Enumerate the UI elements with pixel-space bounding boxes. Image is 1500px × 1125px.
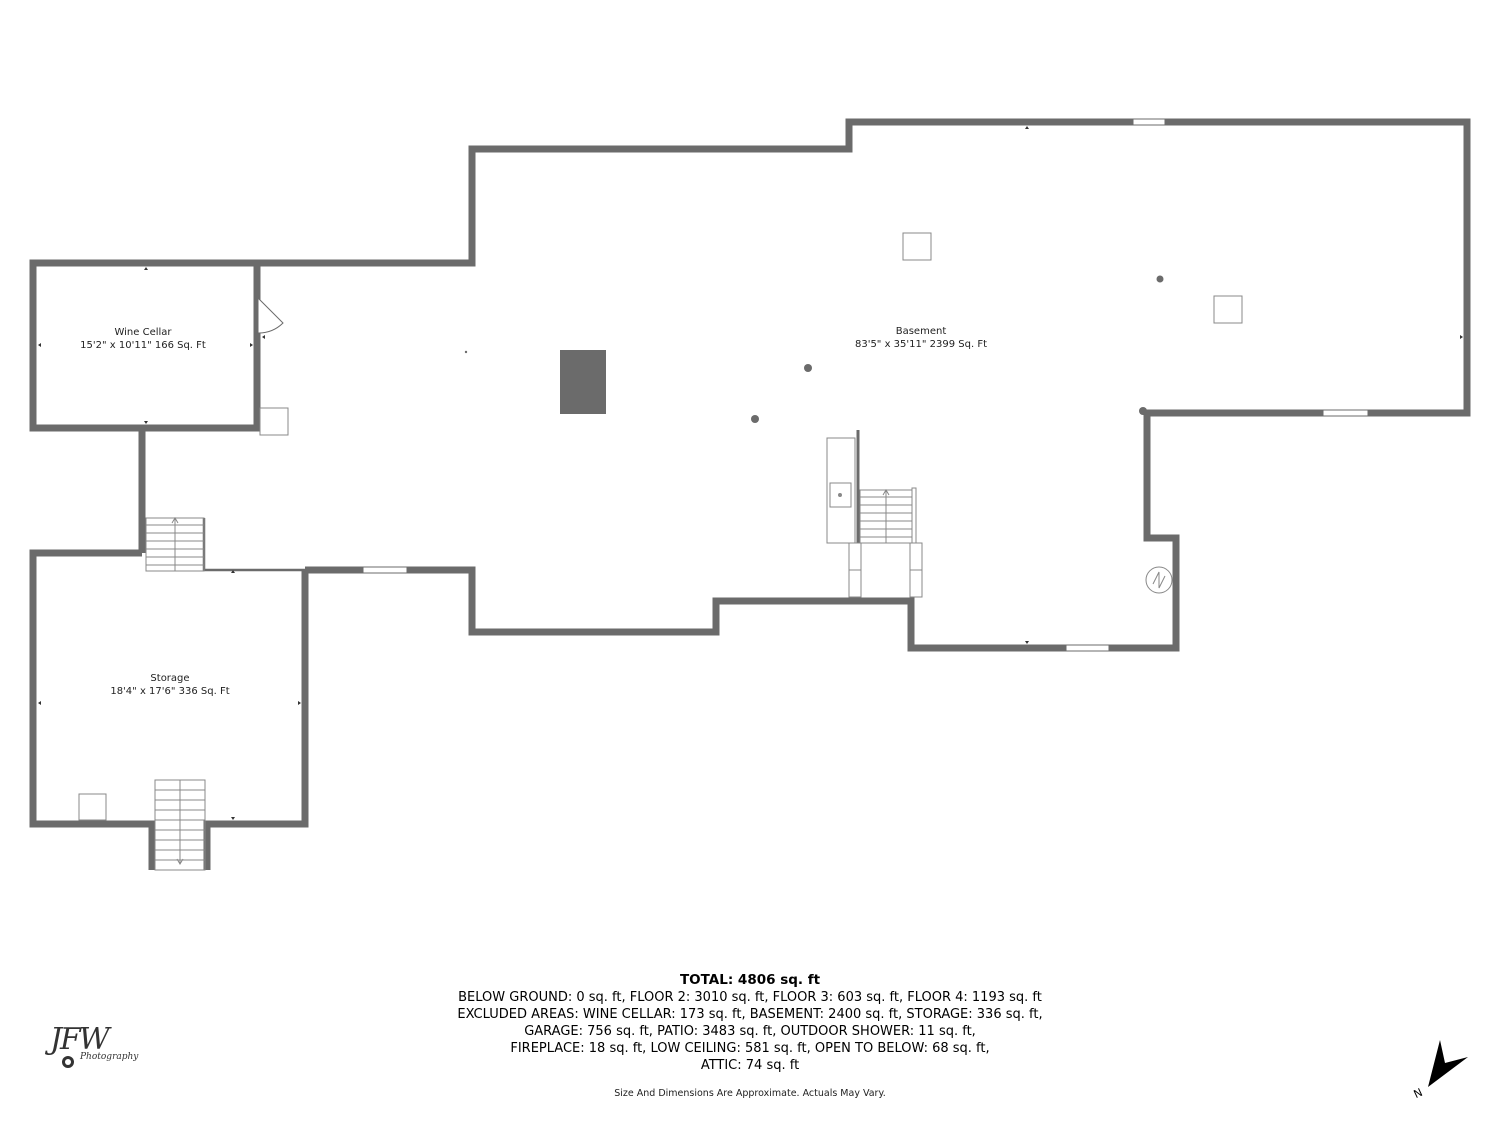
compass-arrow-icon <box>1428 1040 1468 1087</box>
storage-wall <box>29 549 309 870</box>
camera-lens-icon <box>62 1056 74 1068</box>
support-post <box>804 364 812 372</box>
windows <box>362 118 1369 652</box>
room-name: Basement <box>895 326 947 337</box>
totals-line: BELOW GROUND: 0 sq. ft, FLOOR 2: 3010 sq… <box>458 990 1042 1005</box>
area-totals: TOTAL: 4806 sq. ft BELOW GROUND: 0 sq. f… <box>350 972 1150 1074</box>
room-label-storage: Storage 18'4" x 17'6" 336 Sq. Ft <box>90 672 250 698</box>
support-post <box>464 350 468 354</box>
room-dimensions: 18'4" x 17'6" 336 Sq. Ft <box>110 686 230 697</box>
support-post <box>1156 275 1164 283</box>
dimension-ticks <box>38 126 1463 820</box>
room-name: Storage <box>150 673 190 684</box>
water-heater <box>1145 566 1173 594</box>
basement-wall <box>140 118 1471 652</box>
wine-cellar-door <box>257 296 284 334</box>
storage-exit-stairs <box>154 779 206 871</box>
column-box <box>1213 295 1243 324</box>
room-dimensions: 83'5" x 35'11" 2399 Sq. Ft <box>854 339 988 350</box>
stair-rail-wall <box>202 518 305 572</box>
logo-mark: JFW <box>50 1022 110 1057</box>
total-area: TOTAL: 4806 sq. ft <box>679 972 821 988</box>
sink-counter <box>826 437 856 544</box>
support-post <box>751 415 759 423</box>
column-box <box>902 232 932 261</box>
support-post <box>1139 407 1147 415</box>
basement-stairs <box>848 487 923 598</box>
totals-line: ATTIC: 74 sq. ft <box>700 1058 800 1073</box>
logo-subtitle: Photography <box>80 1052 139 1062</box>
connector-stairs <box>145 517 205 572</box>
totals-line: GARAGE: 756 sq. ft, PATIO: 3483 sq. ft, … <box>524 1024 976 1039</box>
column-box <box>78 793 107 821</box>
room-label-basement: Basement 83'5" x 35'11" 2399 Sq. Ft <box>821 325 1021 351</box>
fireplace-block <box>560 350 606 414</box>
room-name: Wine Cellar <box>114 327 172 338</box>
totals-line: EXCLUDED AREAS: WINE CELLAR: 173 sq. ft,… <box>457 1007 1043 1022</box>
room-label-wine-cellar: Wine Cellar 15'2" x 10'11" 166 Sq. Ft <box>63 326 223 352</box>
column-box <box>259 407 289 436</box>
brand-logo: JFW Photography <box>40 1022 150 1077</box>
north-compass: N <box>1410 1035 1480 1105</box>
room-dimensions: 15'2" x 10'11" 166 Sq. Ft <box>80 340 206 351</box>
totals-line: FIREPLACE: 18 sq. ft, LOW CEILING: 581 s… <box>510 1041 990 1056</box>
disclaimer: Size And Dimensions Are Approximate. Act… <box>614 1088 886 1099</box>
